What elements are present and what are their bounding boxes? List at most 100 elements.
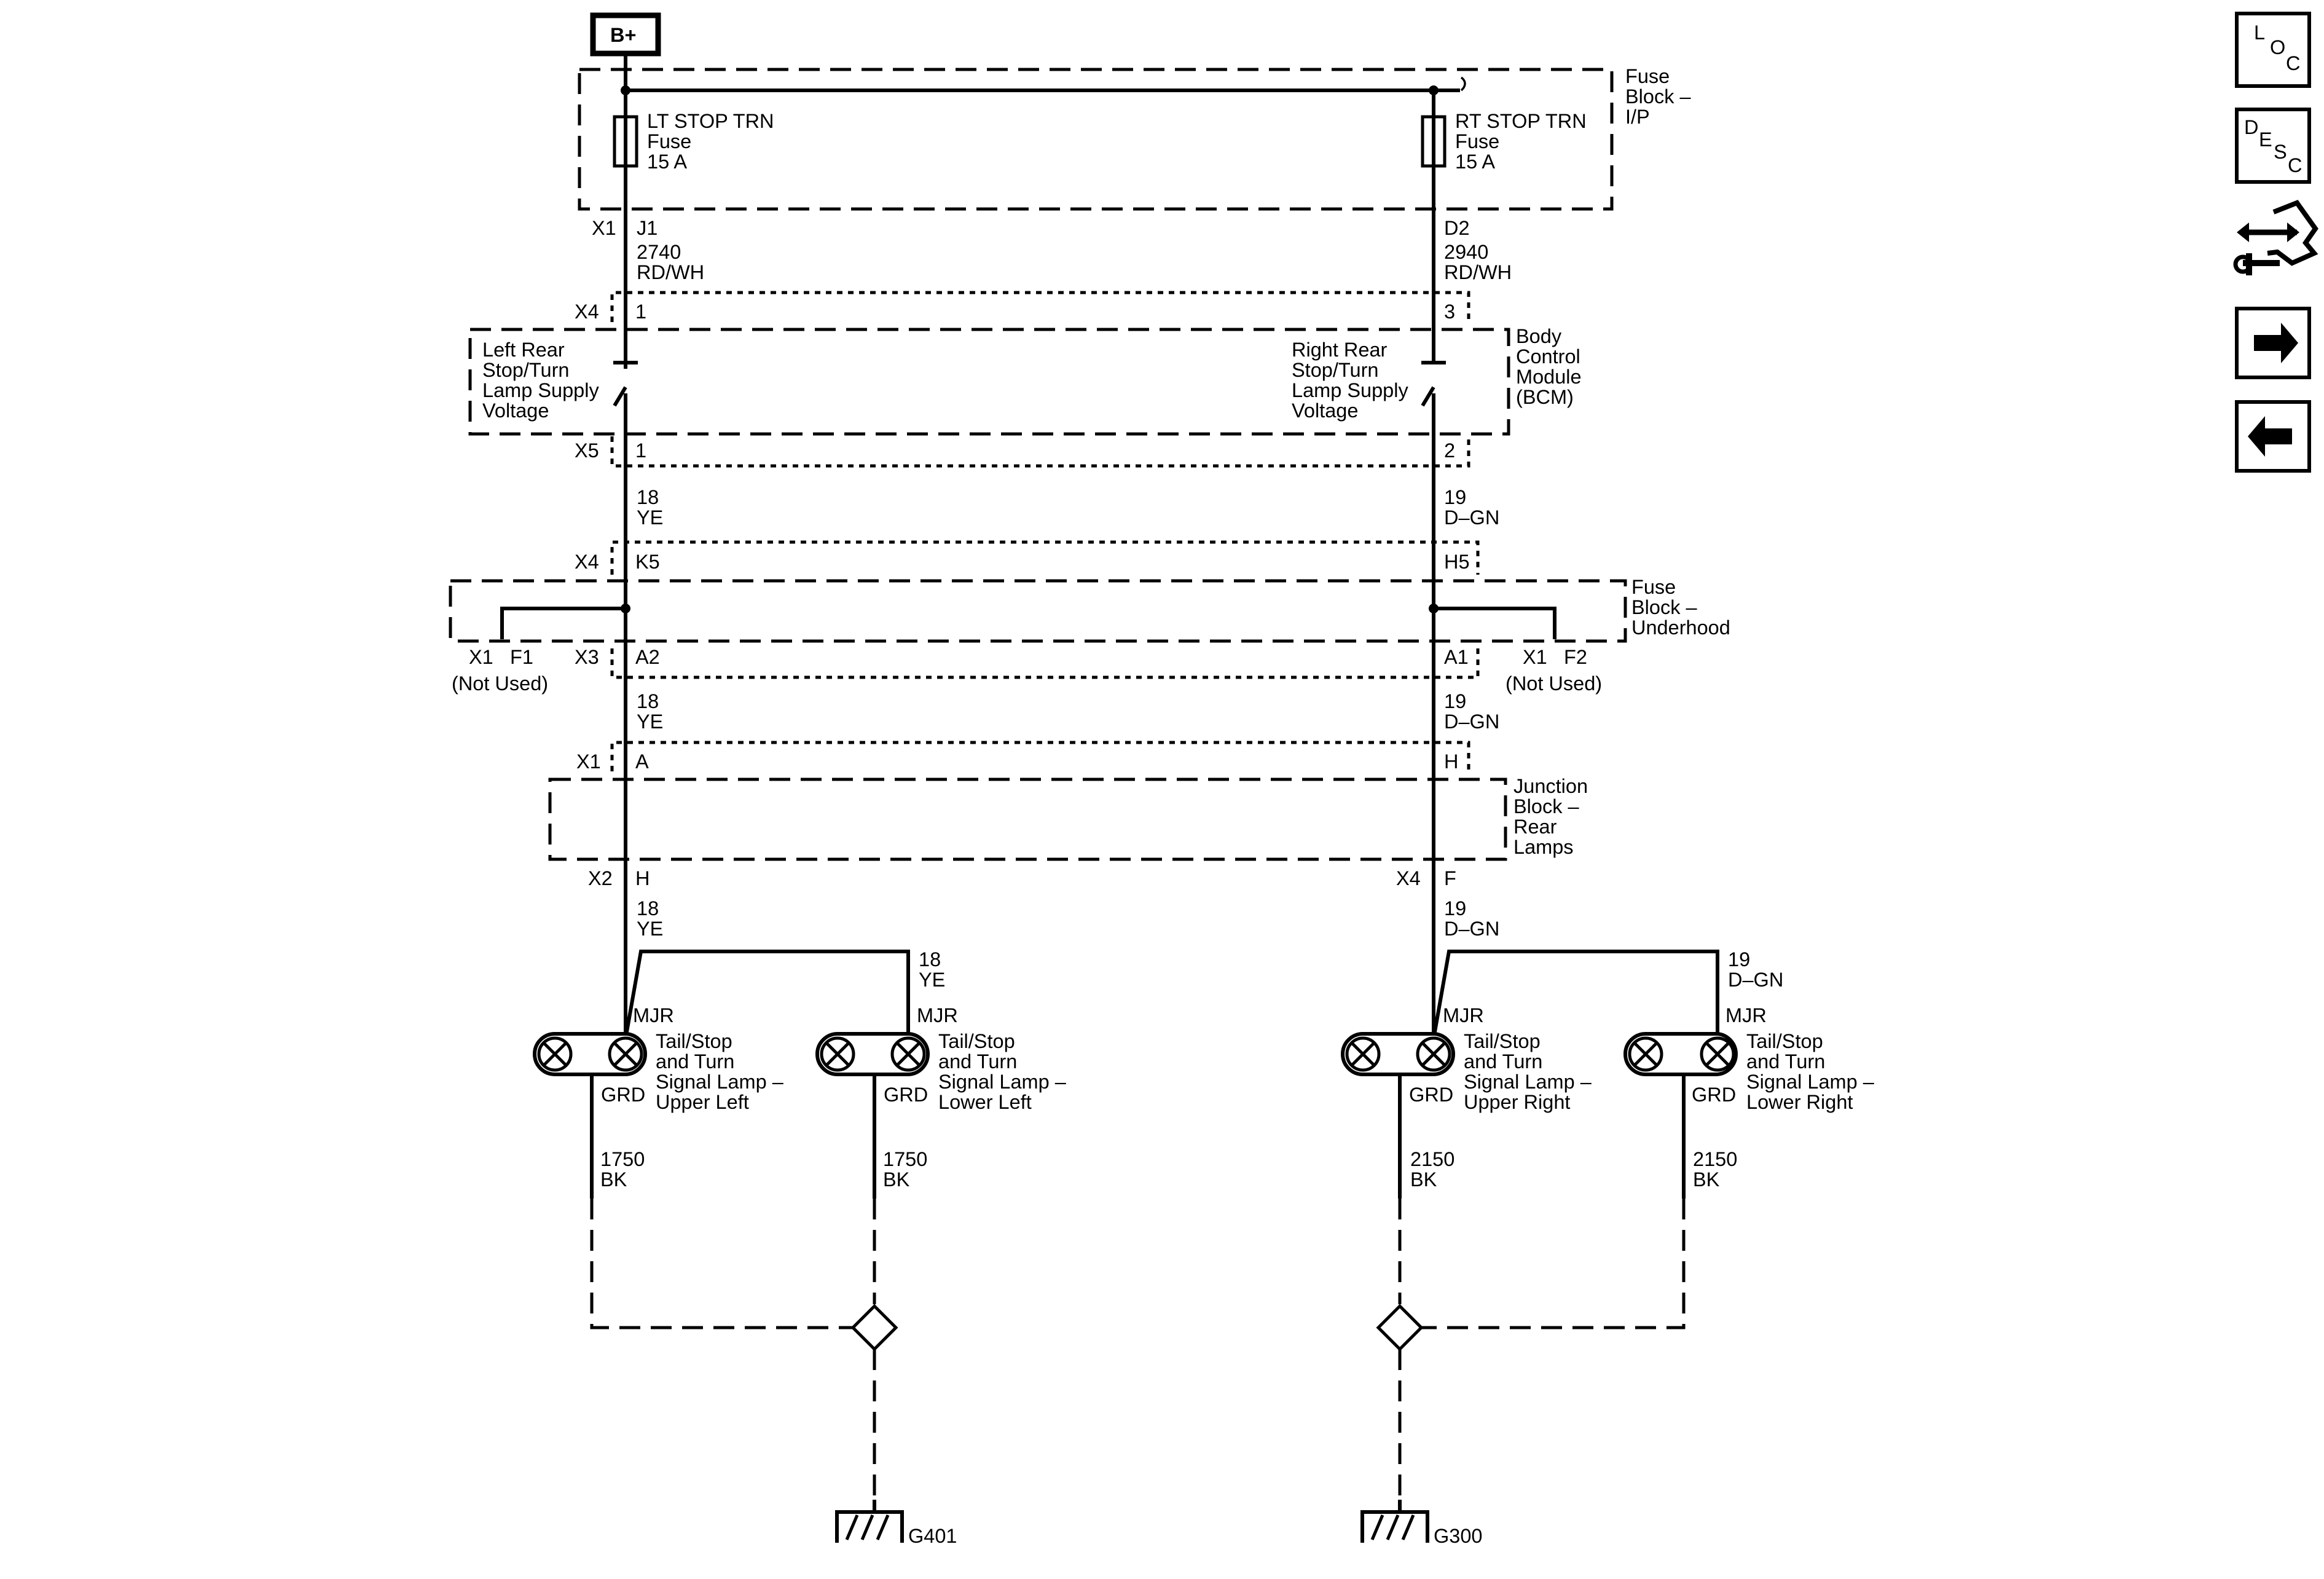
lamp-lower-right-grd: GRD	[1692, 1084, 1736, 1106]
right-c7-pin: F	[1444, 867, 1456, 889]
desc-letter-c: C	[2288, 154, 2302, 176]
junction-block-rear-lamps: Junction Block – Rear Lamps	[548, 775, 1593, 861]
left-c7-circuit: 18	[637, 897, 659, 919]
previous-page-button[interactable]	[2235, 400, 2311, 473]
bcm-connector-x4: X4 1 3	[575, 291, 1470, 323]
right-c2-pin: 3	[1444, 301, 1455, 323]
desc-button[interactable]: D E S C	[2235, 108, 2311, 184]
right-c1-circuit: 2940	[1444, 241, 1488, 263]
lamp-upper-left-label: Tail/Stop and Turn Signal Lamp – Upper L…	[656, 1030, 789, 1113]
lamp-lower-right-gnd-circuit: 2150	[1693, 1148, 1737, 1170]
right-c3-pin: 2	[1444, 439, 1455, 462]
left-c7-connector: X2	[588, 867, 613, 889]
ground-g401-label: G401	[908, 1525, 957, 1547]
lamp-lower-right: MJR GRD Tail/Stop and Turn Signal Lamp –…	[1623, 1004, 1875, 1113]
left-c1-connector: X1	[592, 217, 616, 239]
desc-letter-d: D	[2244, 116, 2258, 138]
right-c7-color: D–GN	[1444, 918, 1499, 940]
loc-letter-o: O	[2270, 36, 2285, 58]
fuse-block-underhood-label: Fuse Block – Underhood	[1631, 576, 1730, 639]
right-c5-circuit: 19	[1444, 690, 1466, 712]
right-c7-circuit: 19	[1444, 897, 1466, 919]
left-unused-pin: F1	[510, 646, 533, 668]
right-supply-switch: Right Rear Stop/Turn Lamp Supply Voltage	[1292, 339, 1446, 422]
right-unused-pin: F2	[1564, 646, 1587, 668]
left-c7-color: YE	[637, 918, 663, 940]
left-c1-color: RD/WH	[637, 261, 704, 283]
lamp-upper-right-gnd-color: BK	[1410, 1168, 1437, 1191]
lamp-upper-left-mjr: MJR	[633, 1004, 674, 1026]
lamp-upper-right-label: Tail/Stop and Turn Signal Lamp – Upper R…	[1464, 1030, 1597, 1113]
next-page-button[interactable]	[2235, 307, 2311, 379]
left-unused-connector: X1	[469, 646, 493, 668]
lamp-lower-left-gnd-color: BK	[883, 1168, 910, 1191]
arrow-right-icon	[2254, 323, 2298, 363]
power-label: B+	[610, 24, 636, 46]
body-control-module: Body Control Module (BCM)	[468, 325, 1587, 436]
left-c5-pin: A2	[635, 646, 660, 668]
loc-letter-l: L	[2254, 22, 2265, 44]
ground-g300: G300	[1360, 1500, 1483, 1547]
battery-power-source: B+	[590, 12, 661, 57]
fuse-block-ip-label: Fuse Block – I/P	[1625, 65, 1697, 128]
left-c3-circuit: 18	[637, 486, 659, 508]
lamp-lower-left-grd: GRD	[884, 1084, 928, 1106]
fuse-block-ip: Fuse Block – I/P	[578, 53, 1697, 211]
right-c7-connector: X4	[1396, 867, 1421, 889]
left-c7-pin: H	[635, 867, 650, 889]
left-branch-circuit: 18	[919, 948, 941, 971]
right-c3-color: D–GN	[1444, 506, 1499, 529]
junction-block-label: Junction Block – Rear Lamps	[1513, 775, 1593, 858]
right-c1-pin: D2	[1444, 217, 1470, 239]
left-c3-color: YE	[637, 506, 663, 529]
underhood-connector-x3: X3 A2 A1	[575, 646, 1480, 679]
right-branch-circuit: 19	[1728, 948, 1750, 971]
right-switch-label: Right Rear Stop/Turn Lamp Supply Voltage	[1292, 339, 1414, 422]
left-c4-pin: K5	[635, 551, 660, 573]
right-stop-turn-fuse: RT STOP TRN Fuse 15 A	[1421, 110, 1587, 173]
left-c3-connector: X5	[575, 439, 599, 462]
loc-button[interactable]: L O C	[2235, 12, 2311, 88]
left-c5-color: YE	[637, 711, 663, 733]
right-unused-connector: X1	[1523, 646, 1547, 668]
ground-g300-label: G300	[1434, 1525, 1483, 1547]
left-not-used: (Not Used)	[452, 672, 548, 695]
right-c3-circuit: 19	[1444, 486, 1466, 508]
right-c6-pin: H	[1444, 750, 1458, 773]
left-c5-circuit: 18	[637, 690, 659, 712]
lamp-upper-left-gnd-circuit: 1750	[600, 1148, 645, 1170]
lamp-upper-right-grd: GRD	[1409, 1084, 1453, 1106]
junction-connector-x1: X1 A H	[576, 741, 1470, 773]
desc-letter-e: E	[2259, 128, 2272, 151]
lamp-upper-right: MJR GRD Tail/Stop and Turn Signal Lamp –…	[1341, 1004, 1597, 1113]
left-c2-connector: X4	[575, 301, 599, 323]
left-c4-connector: X4	[575, 551, 599, 573]
lamp-upper-left-gnd-color: BK	[600, 1168, 627, 1191]
left-c1-pin: J1	[637, 217, 658, 239]
left-c6-connector: X1	[576, 750, 601, 773]
lamp-upper-left-grd: GRD	[601, 1084, 645, 1106]
lamp-upper-right-gnd-circuit: 2150	[1410, 1148, 1454, 1170]
left-c5-connector: X3	[575, 646, 599, 668]
left-switch-label: Left Rear Stop/Turn Lamp Supply Voltage	[482, 339, 605, 422]
left-c2-pin: 1	[635, 301, 646, 323]
left-lower-lamp-branch: 18 YE	[624, 948, 945, 1039]
lamp-lower-left-gnd-circuit: 1750	[883, 1148, 927, 1170]
left-c3-pin: 1	[635, 439, 646, 462]
lamp-lower-left: MJR GRD Tail/Stop and Turn Signal Lamp –…	[815, 1004, 1072, 1113]
lamp-upper-left: MJR GRD Tail/Stop and Turn Signal Lamp –…	[533, 1004, 789, 1113]
left-c1-circuit: 2740	[637, 241, 681, 263]
right-c5-pin: A1	[1444, 646, 1469, 668]
lamp-upper-right-mjr: MJR	[1443, 1004, 1484, 1026]
bcm-connector-x5: X5 1 2	[575, 436, 1470, 468]
left-branch-color: YE	[919, 969, 945, 991]
lamp-lower-left-label: Tail/Stop and Turn Signal Lamp – Lower L…	[938, 1030, 1072, 1113]
lamp-lower-left-mjr: MJR	[917, 1004, 958, 1026]
left-stop-turn-fuse: LT STOP TRN Fuse 15 A	[613, 110, 774, 173]
right-c1-color: RD/WH	[1444, 261, 1512, 283]
bcm-label: Body Control Module (BCM)	[1516, 325, 1587, 408]
right-lower-lamp-branch: 19 D–GN	[1432, 948, 1783, 1039]
underhood-connector-x4: X4 K5 H5	[575, 540, 1480, 575]
connector-tool-icon[interactable]	[2233, 200, 2318, 275]
